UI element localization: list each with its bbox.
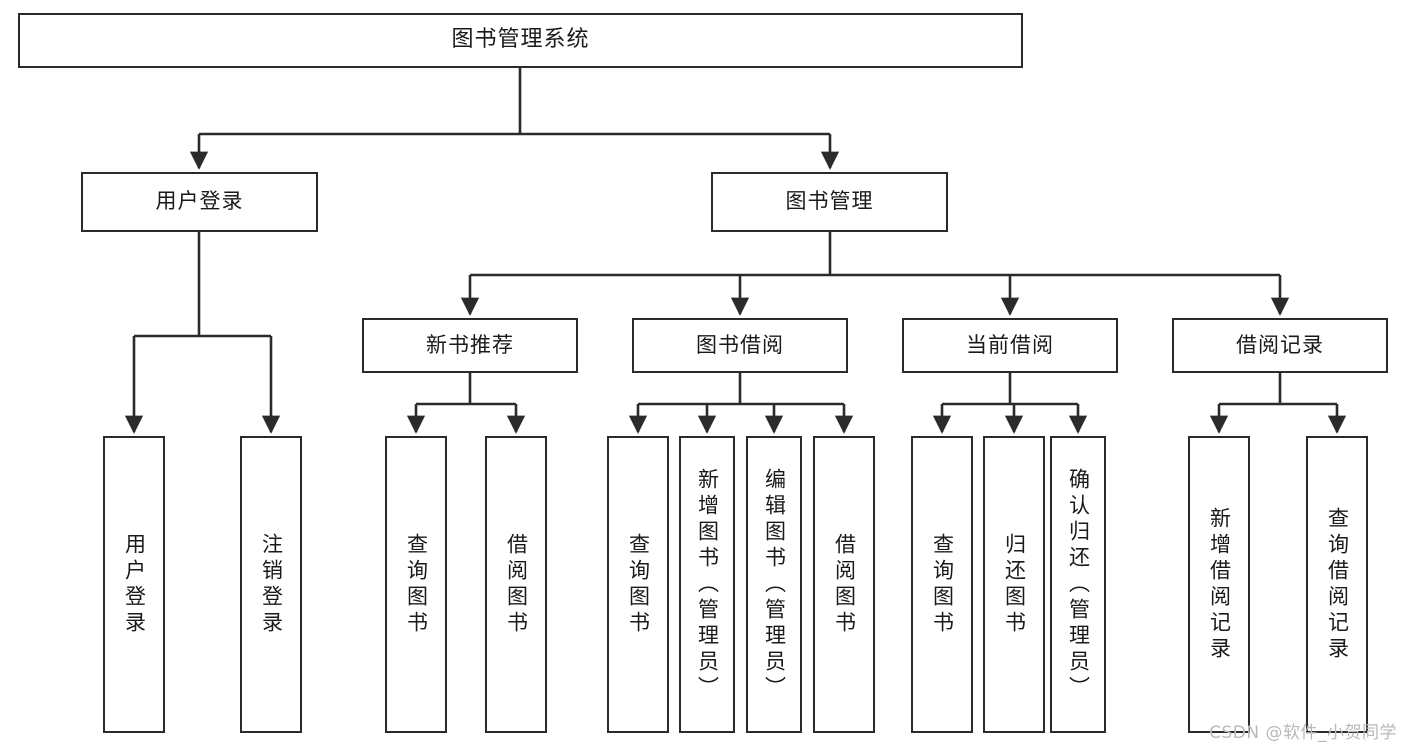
node-leaf-user-login-label: 用户登录	[122, 532, 147, 637]
node-leaf-add-book-label: 新增图书（管理员）	[695, 467, 720, 702]
node-leaf-return-book-label: 归还图书	[1002, 532, 1027, 637]
node-leaf-confirm-return[interactable]: 确认归还（管理员）	[1050, 436, 1106, 733]
node-leaf-borrow-book-1-label: 借阅图书	[504, 532, 529, 637]
node-user-login[interactable]: 用户登录	[81, 172, 318, 232]
node-leaf-return-book[interactable]: 归还图书	[983, 436, 1045, 733]
node-leaf-query-book-3-label: 查询图书	[930, 532, 955, 637]
node-leaf-add-book[interactable]: 新增图书（管理员）	[679, 436, 735, 733]
node-leaf-add-record[interactable]: 新增借阅记录	[1188, 436, 1250, 733]
node-leaf-user-login[interactable]: 用户登录	[103, 436, 165, 733]
node-user-login-label: 用户登录	[155, 189, 244, 214]
node-current-borrow[interactable]: 当前借阅	[902, 318, 1118, 373]
node-leaf-query-book-3[interactable]: 查询图书	[911, 436, 973, 733]
node-leaf-query-book-2-label: 查询图书	[626, 532, 651, 637]
node-new-book-rec[interactable]: 新书推荐	[362, 318, 578, 373]
node-leaf-query-record-label: 查询借阅记录	[1325, 506, 1350, 663]
node-new-book-rec-label: 新书推荐	[426, 332, 514, 357]
node-borrow-record[interactable]: 借阅记录	[1172, 318, 1388, 373]
node-leaf-query-record[interactable]: 查询借阅记录	[1306, 436, 1368, 733]
node-book-manage[interactable]: 图书管理	[711, 172, 948, 232]
node-leaf-borrow-book-1[interactable]: 借阅图书	[485, 436, 547, 733]
node-leaf-borrow-book-2-label: 借阅图书	[832, 532, 857, 637]
node-book-borrow-label: 图书借阅	[696, 332, 784, 357]
node-root-label: 图书管理系统	[451, 27, 590, 53]
csdn-watermark: CSDN @软件_小贺同学	[1209, 723, 1397, 743]
node-leaf-confirm-return-label: 确认归还（管理员）	[1066, 467, 1091, 702]
node-leaf-user-logout[interactable]: 注销登录	[240, 436, 302, 733]
node-leaf-edit-book-label: 编辑图书（管理员）	[762, 467, 787, 702]
node-root[interactable]: 图书管理系统	[18, 13, 1023, 68]
node-leaf-query-book-1-label: 查询图书	[404, 532, 429, 637]
node-current-borrow-label: 当前借阅	[966, 332, 1054, 357]
node-leaf-query-book-1[interactable]: 查询图书	[385, 436, 447, 733]
node-book-borrow[interactable]: 图书借阅	[632, 318, 848, 373]
node-leaf-borrow-book-2[interactable]: 借阅图书	[813, 436, 875, 733]
node-book-manage-label: 图书管理	[785, 189, 874, 214]
node-leaf-add-record-label: 新增借阅记录	[1207, 506, 1232, 663]
node-borrow-record-label: 借阅记录	[1236, 332, 1324, 357]
node-leaf-edit-book[interactable]: 编辑图书（管理员）	[746, 436, 802, 733]
node-leaf-user-logout-label: 注销登录	[259, 532, 284, 637]
node-leaf-query-book-2[interactable]: 查询图书	[607, 436, 669, 733]
